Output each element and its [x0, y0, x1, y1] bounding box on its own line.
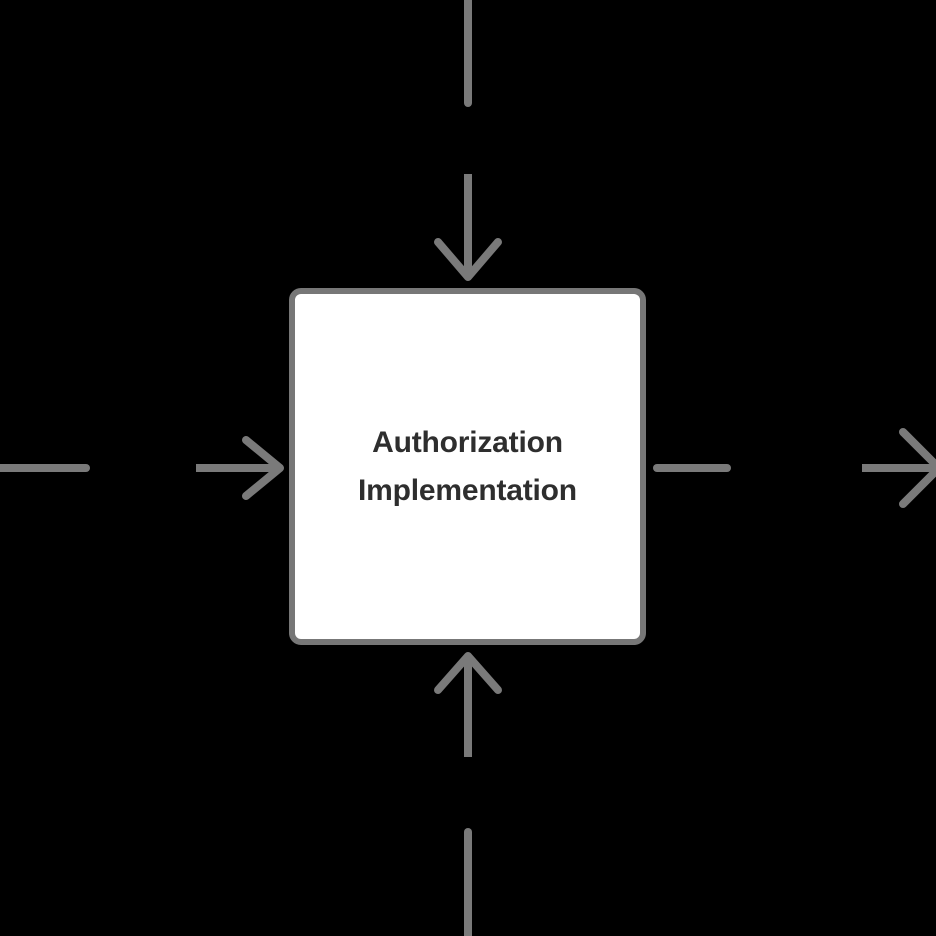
node-label-line-1: Authorization — [372, 425, 563, 459]
bottom-inbound-arrow — [434, 652, 502, 757]
right-outbound-arrow — [862, 428, 936, 508]
left-arrow-head-icon — [242, 436, 284, 500]
left-inbound-arrow — [196, 436, 284, 500]
node-label: Authorization Implementation — [344, 419, 591, 515]
top-inbound-arrow — [434, 174, 502, 281]
bottom-arrow-head-icon — [434, 652, 502, 694]
right-arrow-head-icon — [899, 428, 936, 508]
node-label-line-2: Implementation — [358, 473, 577, 507]
top-arrow-head-icon — [434, 238, 502, 281]
authorization-implementation-node[interactable]: Authorization Implementation — [289, 288, 646, 645]
